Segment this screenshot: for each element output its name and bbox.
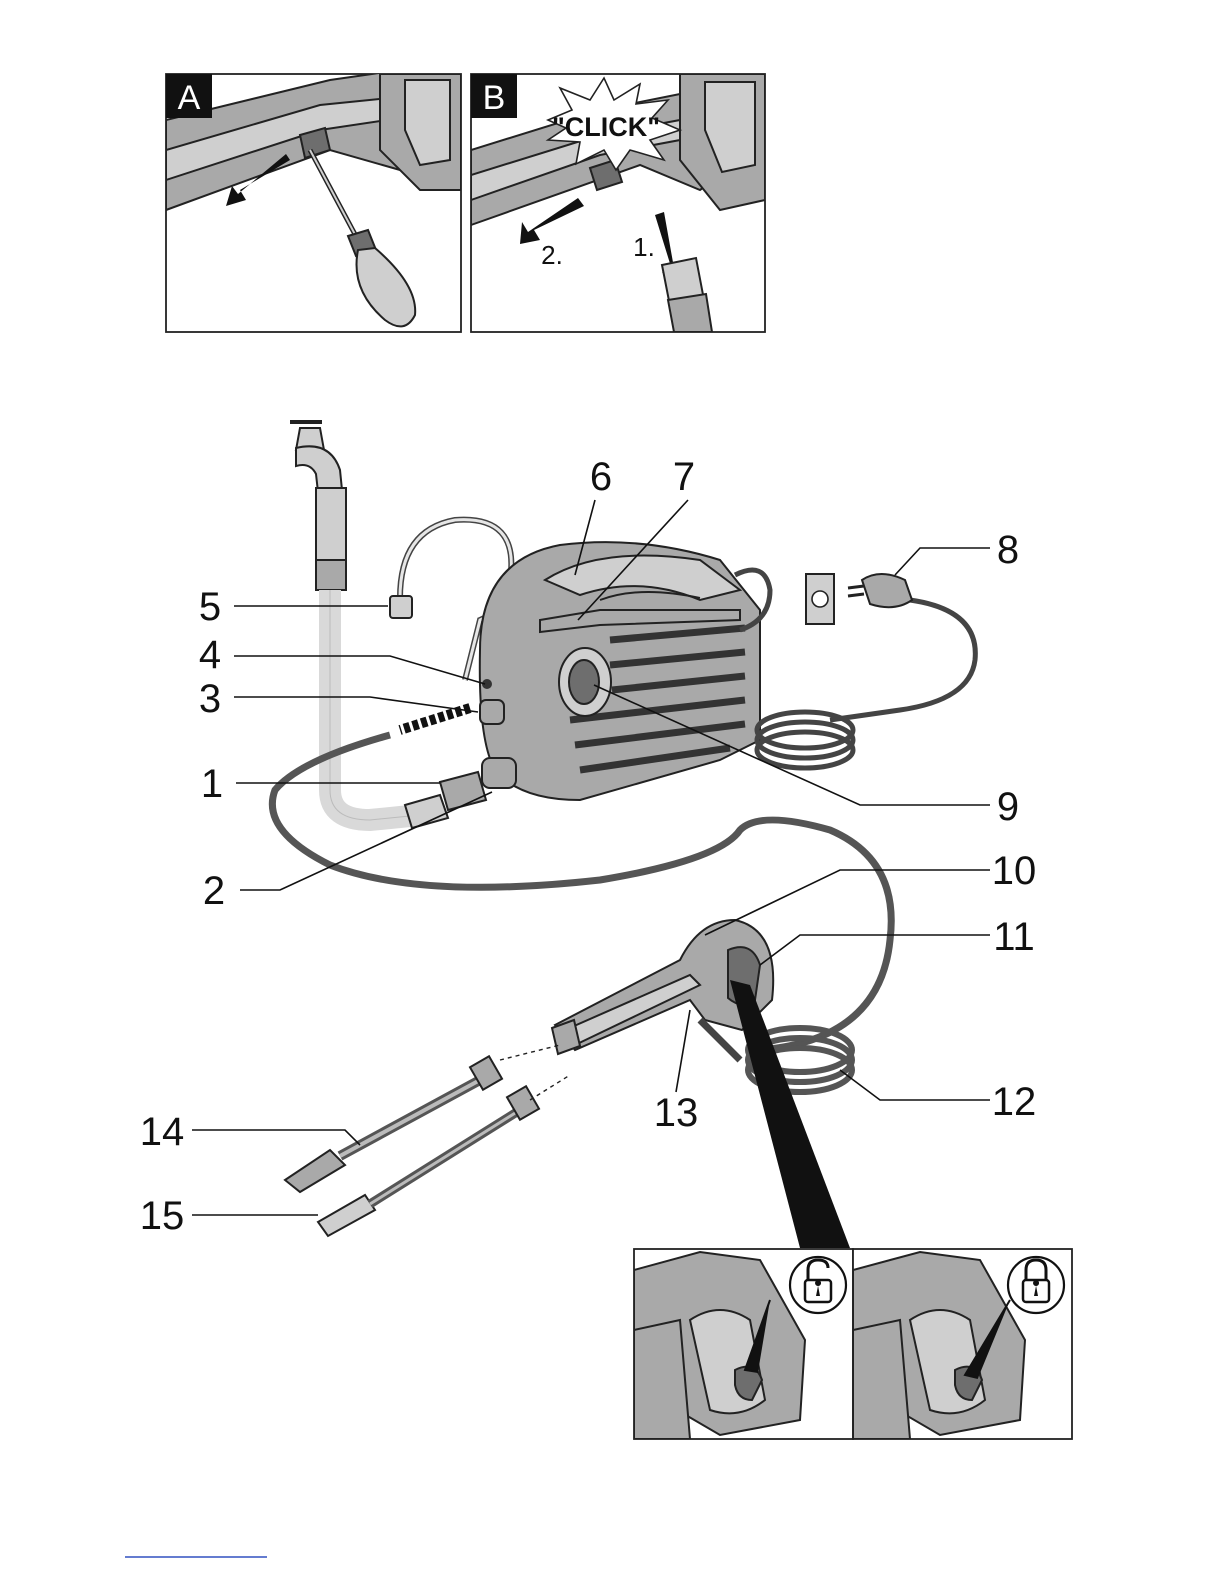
high-pressure-outlet: [480, 700, 504, 724]
callout-12: 12: [992, 1080, 1037, 1124]
callout-4: 4: [199, 633, 221, 677]
callout-6: 6: [590, 455, 612, 499]
callout-15: 15: [140, 1194, 185, 1238]
callout-10: 10: [992, 849, 1037, 893]
callout-5: 5: [199, 585, 221, 629]
water-tap: [290, 422, 346, 590]
callout-9: 9: [997, 785, 1019, 829]
callout-3: 3: [199, 677, 221, 721]
zoom-indicator: [730, 980, 850, 1248]
power-socket: [806, 574, 834, 624]
on-off-switch[interactable]: [569, 660, 599, 704]
detail-locked: [853, 1249, 1072, 1439]
callout-13: 13: [654, 1091, 699, 1135]
detail-unlocked: [634, 1249, 853, 1439]
hose-screw-fitting: [400, 708, 470, 730]
panel-a-label: A: [178, 79, 201, 117]
callout-1: 1: [201, 762, 223, 806]
power-cable: [757, 600, 975, 768]
detergent-filter: [390, 596, 412, 618]
click-text: "CLICK": [552, 112, 660, 142]
panel-b: "CLICK" 2. 1. B: [471, 74, 770, 332]
padlock-closed-icon: [1008, 1257, 1064, 1313]
padlock-open-icon: [790, 1257, 846, 1313]
callout-7: 7: [673, 455, 695, 499]
mains-plug: [862, 574, 912, 607]
callout-2: 2: [203, 869, 225, 913]
panel-a: A: [166, 60, 470, 332]
garden-hose: [330, 590, 420, 820]
step-1-label: 1.: [633, 232, 655, 262]
water-inlet-coupling: [440, 772, 486, 810]
pressure-washer-unit: [480, 542, 770, 800]
panel-b-label: B: [483, 79, 506, 117]
callout-8: 8: [997, 528, 1019, 572]
step-2-label: 2.: [541, 240, 563, 270]
water-inlet: [482, 758, 516, 788]
rotary-nozzle-lance: [285, 1056, 502, 1192]
callout-11: 11: [993, 915, 1035, 959]
callout-14: 14: [140, 1110, 185, 1154]
